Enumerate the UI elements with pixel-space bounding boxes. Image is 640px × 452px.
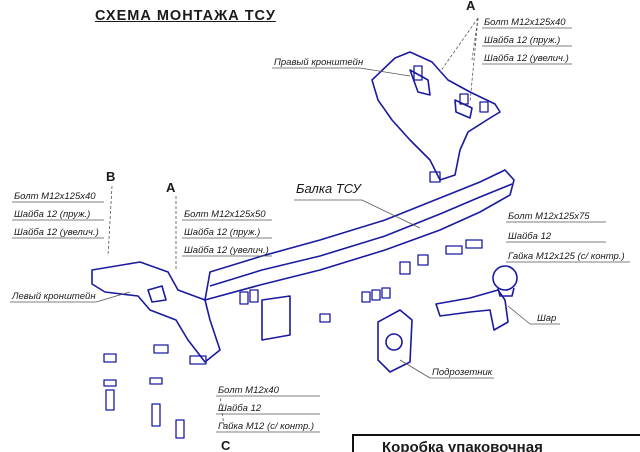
diagram-title: СХЕМА МОНТАЖА ТСУ (95, 8, 276, 24)
label-left-bracket: Левый кронштейн (12, 291, 96, 302)
packaging-box-label: Коробка упаковочная (382, 439, 543, 452)
label-socket-bracket: Подрозетник (432, 367, 493, 378)
ball-mount-shape (435, 289, 509, 331)
label-a-top-bolt: Болт М12х125х40 (484, 17, 566, 28)
label-c-nut: Гайка М12 (с/ контр.) (218, 421, 315, 432)
label-ball: Шар (537, 313, 557, 324)
label-a-left-washer-large: Шайба 12 (увелич.) (184, 245, 269, 256)
label-right-bolt: Болт М12х125х75 (508, 211, 590, 222)
packaging-box-frame: Коробка упаковочная (352, 434, 640, 452)
marker-c: C (221, 438, 231, 452)
label-a-top-washer-large: Шайба 12 (увелич.) (484, 53, 569, 64)
label-beam: Балка ТСУ (296, 181, 361, 196)
label-right-nut: Гайка М12х125 (с/ контр.) (508, 251, 625, 262)
label-b-washer-spring: Шайба 12 (пруж.) (14, 209, 91, 220)
label-c-bolt: Болт М12х40 (218, 385, 279, 396)
beam-shape (204, 169, 515, 301)
label-a-left-washer-spring: Шайба 12 (пруж.) (184, 227, 261, 238)
label-b-bolt: Болт М12х125х40 (14, 191, 96, 202)
label-c-washer: Шайба 12 (218, 403, 262, 414)
left-bracket-shape (91, 261, 221, 363)
marker-a-top: A (466, 0, 476, 13)
marker-a-left: A (166, 180, 176, 195)
label-a-left-bolt: Болт М12х125х50 (184, 209, 266, 220)
marker-b: B (106, 169, 116, 184)
right-bracket-shape (371, 51, 501, 181)
label-right-washer: Шайба 12 (508, 231, 552, 242)
label-right-bracket: Правый кронштейн (274, 57, 364, 68)
label-a-top-washer-spring: Шайба 12 (пруж.) (484, 35, 561, 46)
label-b-washer-large: Шайба 12 (увелич.) (14, 227, 99, 238)
socket-bracket-shape (377, 309, 413, 373)
